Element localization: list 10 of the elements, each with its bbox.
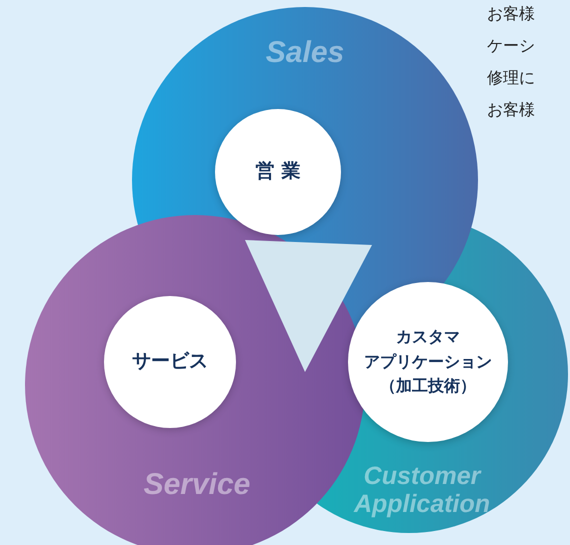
text-line: 修理に xyxy=(487,68,535,89)
ring-label: Sales xyxy=(264,36,346,69)
text-line: お客様 xyxy=(487,4,535,25)
ring-label: Customer Application xyxy=(352,463,492,518)
circle-label: 営 業 xyxy=(256,159,300,184)
circle-label: サービス xyxy=(132,349,208,374)
text-line: お客様 xyxy=(487,100,535,121)
text-line: ケーシ xyxy=(487,36,535,57)
circle-label: カスタマアプリケーション（加工技術） xyxy=(364,326,492,398)
ring-label: Service xyxy=(142,468,252,501)
